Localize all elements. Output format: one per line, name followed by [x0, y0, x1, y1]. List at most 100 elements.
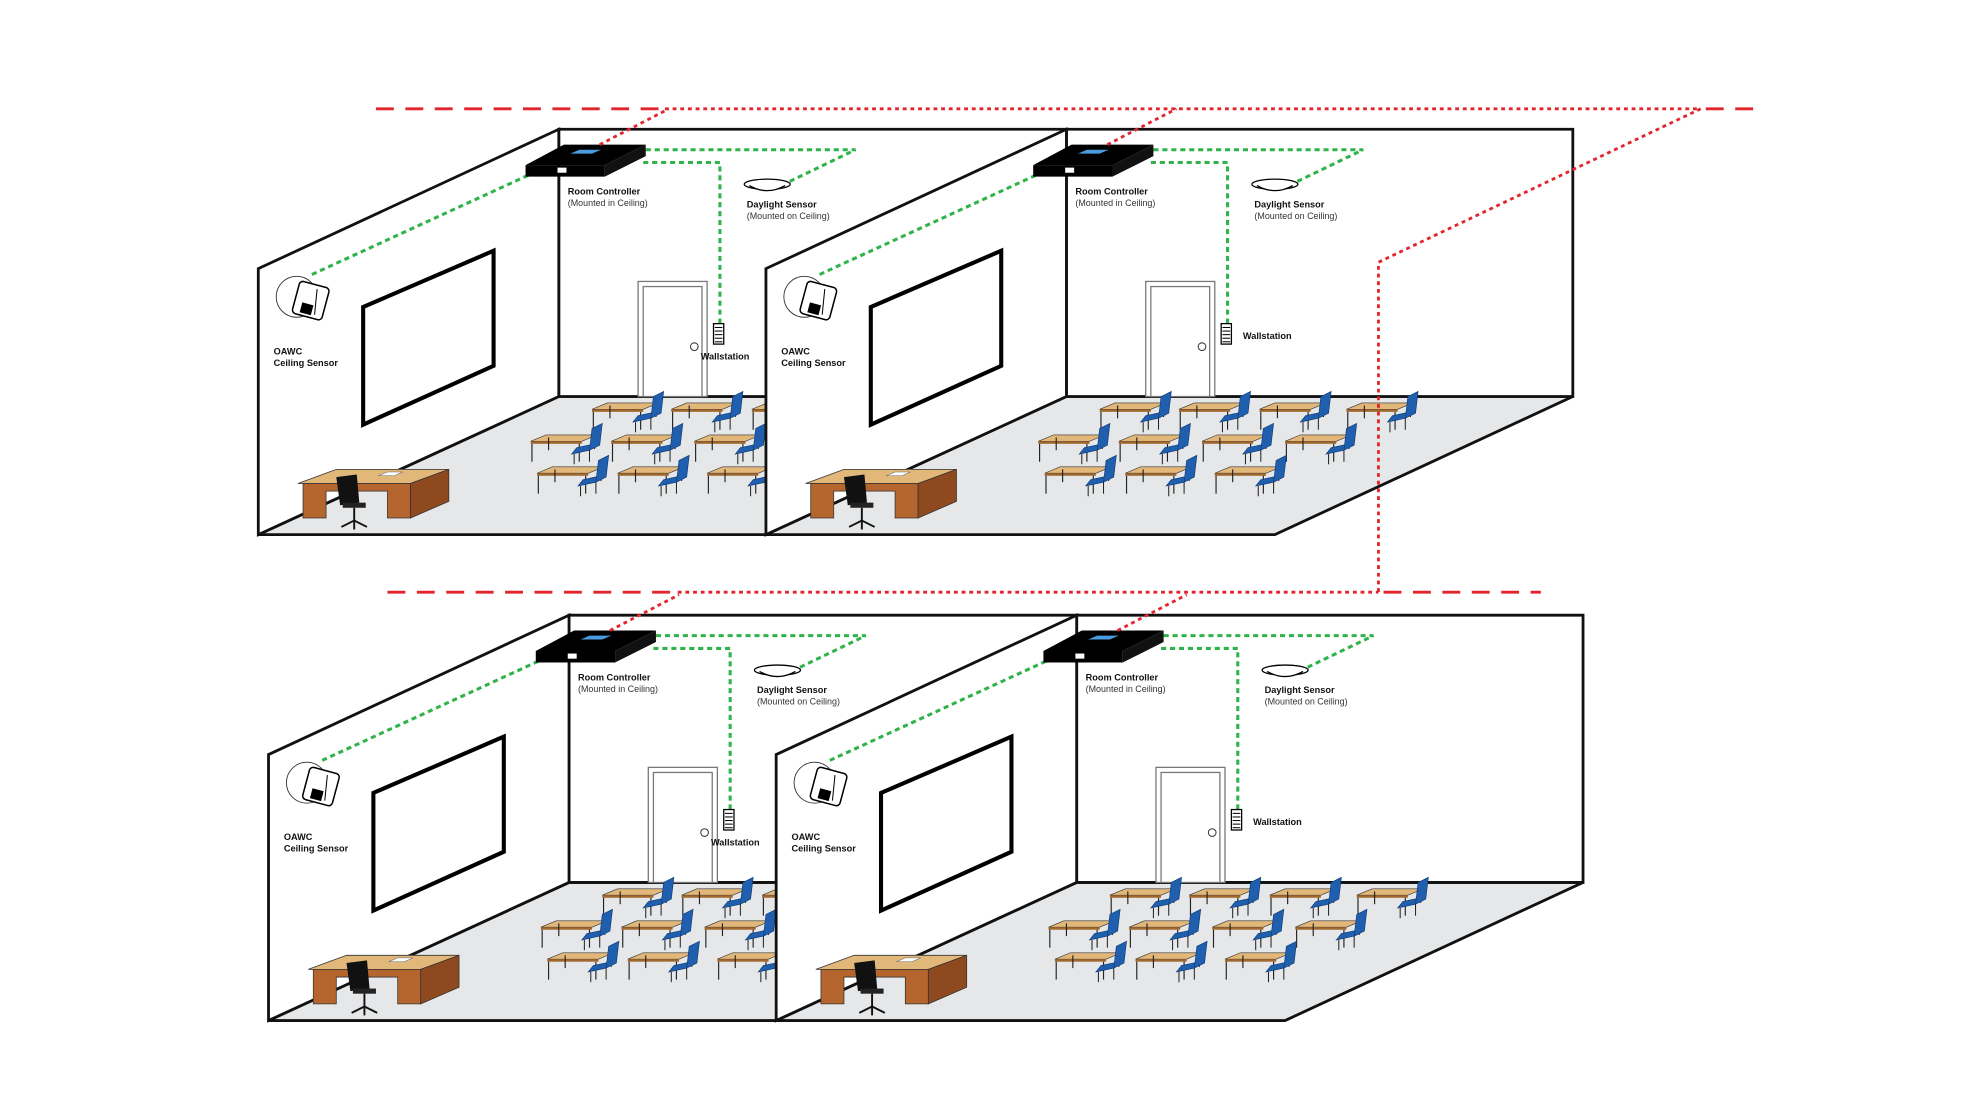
student-desk	[1128, 920, 1196, 948]
controller-network-link	[1116, 593, 1188, 632]
controller-network-link	[609, 593, 680, 632]
classroom	[774, 593, 1585, 1023]
teacher-desk	[815, 954, 968, 1005]
occupancy-sensor-wire	[817, 173, 1037, 277]
oawc-ceiling-sensor-icon	[275, 275, 330, 321]
daylight-sensor-label: Daylight Sensor	[1265, 685, 1335, 695]
wallstation-icon	[1230, 808, 1243, 831]
network-wiring	[375, 107, 1755, 594]
door-knob-icon	[700, 828, 709, 837]
occupancy-sensor-wire	[320, 659, 539, 763]
daylight-sensor-label: Daylight Sensor	[1254, 199, 1324, 209]
student-chair	[581, 908, 613, 951]
classroom-labels: Room Controller(Mounted in Ceiling)Dayli…	[284, 672, 840, 853]
student-chair	[711, 390, 744, 433]
student-chair	[1088, 908, 1121, 951]
student-chair	[1396, 876, 1429, 919]
daylight-sensor-note: (Mounted on Ceiling)	[757, 697, 840, 707]
room-controller-label: Room Controller	[568, 186, 641, 196]
wallstation-icon	[712, 322, 725, 345]
oawc-ceiling-sensor-icon	[783, 275, 838, 321]
door-panel	[1160, 771, 1221, 884]
oawc-label: OAWC	[781, 346, 810, 356]
daylight-sensor-wire	[645, 148, 857, 185]
room-controller-icon	[1033, 144, 1154, 177]
room-controller-note: (Mounted in Ceiling)	[1075, 198, 1155, 208]
daylight-sensor-icon	[1251, 178, 1299, 192]
student-chair	[744, 908, 777, 951]
whiteboard	[878, 733, 1014, 914]
student-desk	[1201, 434, 1269, 462]
room-controller-icon	[1043, 630, 1164, 663]
student-chair	[577, 454, 610, 497]
daylight-sensor-wire	[1153, 148, 1364, 185]
student-desk	[1125, 466, 1192, 494]
door-panel	[652, 771, 713, 884]
room-controller-note: (Mounted in Ceiling)	[578, 684, 658, 694]
daylight-sensor-wire	[655, 634, 867, 671]
wallstation-label: Wallstation	[711, 837, 760, 847]
room-controller-note: (Mounted in Ceiling)	[1086, 684, 1166, 694]
student-desk	[530, 434, 598, 462]
student-chair	[721, 876, 754, 919]
daylight-sensor-icon	[743, 178, 791, 192]
daylight-sensor-icon	[1261, 664, 1309, 678]
student-desk	[536, 466, 604, 494]
wallstation-label: Wallstation	[701, 351, 750, 361]
student-chair	[661, 908, 694, 951]
student-desk	[707, 466, 774, 494]
oawc-label: OAWC	[284, 832, 313, 842]
back-wall	[1075, 613, 1585, 884]
room-controller-icon	[535, 630, 656, 663]
oawc-label: OAWC	[274, 346, 303, 356]
student-desk	[540, 920, 608, 948]
student-chair	[1242, 422, 1274, 465]
student-chair	[1252, 908, 1285, 951]
wallstation-label: Wallstation	[1253, 817, 1302, 827]
student-chair	[1219, 390, 1251, 433]
student-chair	[1095, 940, 1127, 983]
student-chair	[1265, 940, 1297, 983]
network-riser	[1377, 107, 1702, 593]
teacher-desk	[297, 468, 450, 519]
door-knob-icon	[689, 342, 699, 351]
student-chair	[1158, 422, 1191, 465]
student-chair	[667, 940, 700, 983]
oawc-sensor-label: Ceiling Sensor	[274, 358, 339, 368]
whiteboard	[371, 733, 506, 914]
wallstation-icon	[723, 808, 735, 831]
classroom-labels: Room Controller (Mounted in Ceiling) Dayli…	[274, 186, 830, 367]
oawc-sensor-label: Ceiling Sensor	[792, 844, 857, 854]
daylight-sensor-note: (Mounted on Ceiling)	[1265, 697, 1348, 707]
door-panel	[642, 285, 703, 398]
wallstation-wire	[653, 646, 732, 810]
oawc-label: OAWC	[792, 832, 821, 842]
back-wall	[1065, 127, 1575, 398]
student-chair	[1229, 876, 1262, 919]
wallstation-label: Wallstation	[1243, 331, 1292, 341]
student-chair	[587, 940, 620, 983]
student-chair	[1335, 908, 1368, 951]
room-controller-label: Room Controller	[1086, 672, 1159, 682]
student-chair	[1325, 422, 1358, 465]
teacher-chair	[843, 474, 876, 530]
door-knob-icon	[1197, 342, 1207, 351]
student-desk	[717, 952, 784, 980]
door-knob-icon	[1207, 828, 1217, 837]
daylight-sensor-note: (Mounted on Ceiling)	[1254, 211, 1337, 221]
room-controller-label: Room Controller	[1075, 186, 1148, 196]
student-chair	[657, 454, 690, 497]
rooms-layer	[256, 107, 1585, 1023]
student-chair	[642, 876, 675, 919]
daylight-sensor-icon	[753, 664, 802, 678]
student-chair	[1169, 908, 1202, 951]
whiteboard	[361, 247, 496, 428]
daylight-sensor-note: (Mounted on Ceiling)	[747, 211, 830, 221]
occupancy-sensor-wire	[827, 659, 1047, 763]
student-chair	[1139, 390, 1172, 433]
student-chair	[1150, 876, 1182, 919]
student-chair	[570, 422, 603, 465]
room-controller-note: (Mounted in Ceiling)	[568, 198, 648, 208]
daylight-sensor-label: Daylight Sensor	[747, 199, 817, 209]
student-chair	[1165, 454, 1198, 497]
